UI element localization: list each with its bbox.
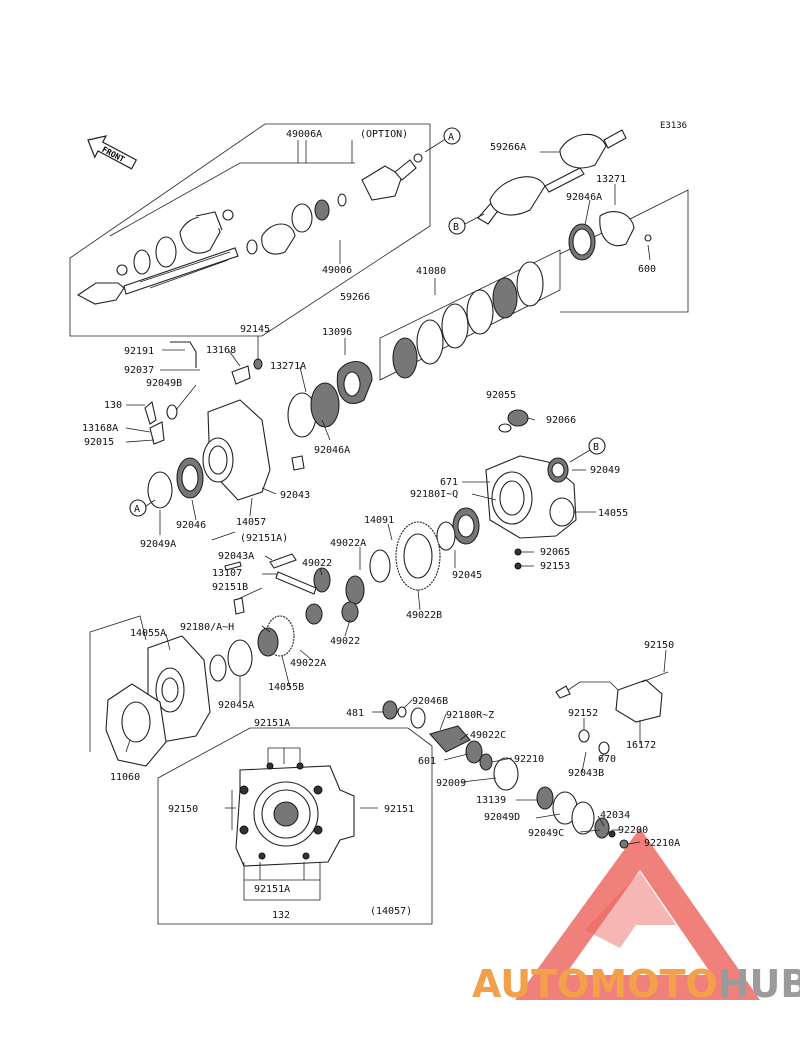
part-label: 59266A: [490, 142, 526, 153]
part-label: 92210: [514, 754, 544, 765]
actuator-16172: [555, 671, 669, 755]
part-label: 92180I~Q: [410, 489, 458, 500]
part-label: 92151A: [254, 884, 290, 895]
part-label: 92191: [124, 346, 154, 357]
part-label: 13271: [596, 174, 626, 185]
part-label: 49006: [322, 265, 352, 276]
part-label: 92065: [540, 547, 570, 558]
svg-text:B: B: [453, 222, 459, 233]
part-label: 92210A: [644, 838, 680, 849]
part-label: 92046: [176, 520, 206, 531]
part-label: 13096: [322, 327, 352, 338]
housing-14055a: [89, 615, 211, 767]
part-label: 92151: [384, 804, 414, 815]
part-label: 92200: [618, 825, 648, 836]
part-label: 92049B: [146, 378, 182, 389]
option-drive-shaft: [477, 129, 652, 261]
part-label: 49022: [302, 558, 332, 569]
part-label: 42034: [600, 810, 630, 821]
part-label: 13168: [206, 345, 236, 356]
pinion-gear-group: [382, 700, 629, 849]
part-label: 92049D: [484, 812, 520, 823]
part-label: 92045: [452, 570, 482, 581]
part-label: 92180/A~H: [180, 622, 234, 633]
part-label: 130: [104, 400, 122, 411]
part-label: 92045A: [218, 700, 254, 711]
part-label: 92043A: [218, 551, 254, 562]
callout-a-top: A: [424, 127, 461, 153]
part-label: 49006A: [286, 129, 322, 140]
part-label: 92145: [240, 324, 270, 335]
part-label: 59266: [340, 292, 370, 303]
clutch-plate-set: [379, 249, 561, 381]
part-label: 92049A: [140, 539, 176, 550]
part-label: 14055B: [268, 682, 304, 693]
watermark-brand: AUTOMOTOHUB: [472, 962, 800, 1006]
part-label: 670: [598, 754, 616, 765]
part-label: 92046A: [566, 192, 602, 203]
part-label: 16172: [626, 740, 656, 751]
part-label: 92055: [486, 390, 516, 401]
diagram-code: E3136: [660, 121, 687, 131]
part-labels: 49006A 59266A 13271 92046A 600 49006 592…: [82, 129, 680, 921]
part-label: 92043B: [568, 768, 604, 779]
part-label: 13107: [212, 568, 242, 579]
callout-b-top: B: [448, 213, 485, 235]
drive-shaft: [76, 153, 423, 305]
part-label: 92152: [568, 708, 598, 719]
part-label: 41080: [416, 266, 446, 277]
part-label: 92049C: [528, 828, 564, 839]
part-label: 92037: [124, 365, 154, 376]
part-label: 92066: [546, 415, 576, 426]
part-label: 14055A: [130, 628, 166, 639]
leader-lines: [125, 140, 667, 845]
part-label: 92043: [280, 490, 310, 501]
part-label: 481: [346, 708, 364, 719]
part-label: 132: [272, 910, 290, 921]
part-label: 92151B: [212, 582, 248, 593]
part-label: 49022: [330, 636, 360, 647]
part-label: 49022A: [330, 538, 366, 549]
watermark-brand-part2: HUB: [717, 962, 800, 1006]
watermark-logo: [515, 828, 760, 1000]
part-label: 92046B: [412, 696, 448, 707]
svg-text:A: A: [134, 504, 140, 515]
callout-a-mid: A: [129, 499, 156, 517]
part-label: 600: [638, 264, 656, 275]
part-label: 92009: [436, 778, 466, 789]
svg-text:A: A: [448, 132, 454, 143]
part-label: 13168A: [82, 423, 118, 434]
part-label: 14091: [364, 515, 394, 526]
part-label: (14057): [370, 906, 412, 917]
part-label: 92180R~Z: [446, 710, 494, 721]
part-label: 92150: [644, 640, 674, 651]
svg-text:B: B: [593, 442, 599, 453]
part-label: 14057: [236, 517, 266, 528]
callout-b-mid: B: [569, 437, 606, 463]
housing-bottom-view: [157, 727, 433, 925]
part-label: 49022A: [290, 658, 326, 669]
part-label: 49022B: [406, 610, 442, 621]
front-housing-upper: [144, 341, 373, 509]
watermark-brand-part1: AUTOMOTO: [472, 962, 718, 1006]
part-label: 92150: [168, 804, 198, 815]
part-label: 49022C: [470, 730, 506, 741]
part-label: 92046A: [314, 445, 350, 456]
rear-housing: [436, 409, 577, 570]
part-label: 92049: [590, 465, 620, 476]
part-label: 92153: [540, 561, 570, 572]
part-label: 601: [418, 756, 436, 767]
part-label: (92151A): [240, 533, 288, 544]
part-label: 92151A: [254, 718, 290, 729]
part-label: 14055: [598, 508, 628, 519]
part-label: 92015: [84, 437, 114, 448]
part-label: 11060: [110, 772, 140, 783]
front-arrow-icon: FRONT: [87, 135, 138, 170]
part-label: 13139: [476, 795, 506, 806]
part-label: 671: [440, 477, 458, 488]
part-label: 13271A: [270, 361, 306, 372]
option-label: (OPTION): [360, 129, 408, 140]
